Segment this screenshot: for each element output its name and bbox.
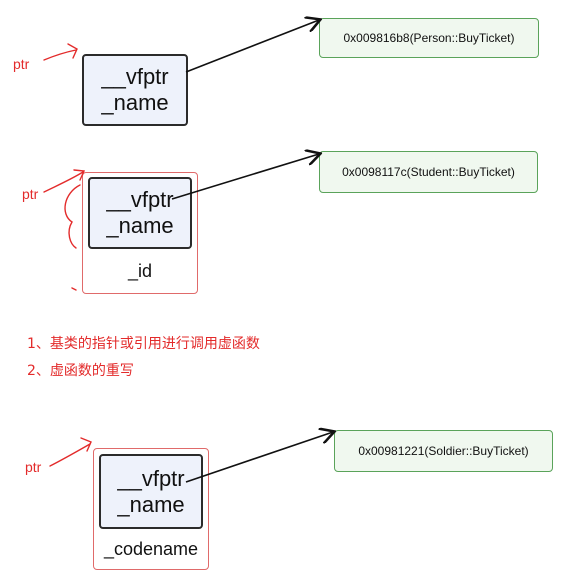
ptr-label-3: ptr [25,459,42,475]
ptr-arrow-1 [43,49,77,61]
person-vtable-entry: 0x009816b8(Person::BuyTicket) [319,18,539,58]
ptr-label-2: ptr [22,186,39,202]
name-field: _name [101,90,169,115]
ptr-bracket-2 [64,184,81,249]
note-1: 1、基类的指针或引用进行调用虚函数 [27,336,260,352]
vfptr-field: __vfptr [101,64,169,89]
name-field: _name [106,213,174,238]
ptr-arrow-2 [43,171,84,193]
codename-field: _codename [103,539,199,559]
vfptr-field: __vfptr [117,465,185,491]
name-field: _name [117,491,185,517]
vfptr-arrow-2 [171,154,319,200]
id-field: _id [127,261,153,281]
ptr-arrowhead-2 [73,169,86,181]
vfptr-arrow-3 [185,432,333,483]
note-2: 2、虚函数的重写 [27,363,134,379]
ptr-arrowhead-1 [67,43,78,59]
ptr-arrowhead-3 [80,437,92,452]
soldier-vtable-entry: 0x00981221(Soldier::BuyTicket) [334,430,553,472]
student-vtable-entry: 0x0098117c(Student::BuyTicket) [319,151,538,193]
person-object-box: __vfptr _name [82,54,188,126]
vfptr-arrow-1 [185,20,319,73]
student-base-subobject: __vfptr _name [88,177,192,249]
vfptr-field: __vfptr [106,187,174,212]
soldier-base-subobject: __vfptr _name [99,454,203,529]
ptr-label-1: ptr [13,56,30,72]
ptr-arrow-3 [49,443,91,467]
ptr-tick-2 [71,287,77,291]
